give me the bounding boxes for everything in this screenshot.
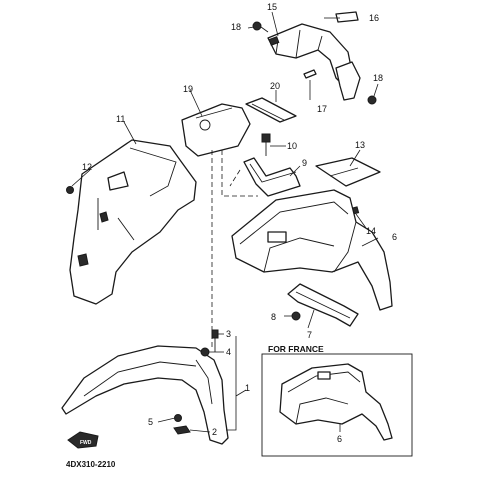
part-17-pin — [303, 69, 317, 79]
part-19-tail-cover — [181, 103, 251, 157]
callout-5: 5 — [148, 417, 153, 427]
part-1-front-fender — [61, 345, 229, 445]
callout-2: 2 — [212, 427, 217, 437]
callout-10: 10 — [287, 141, 297, 151]
callout-15: 15 — [267, 2, 277, 12]
part-11-inner-fender — [69, 139, 197, 305]
part-4-collar — [200, 347, 210, 357]
callout-19: 19 — [183, 84, 193, 94]
part-2-bracket — [173, 425, 191, 435]
part-7-stay — [287, 283, 359, 327]
callout-7: 7 — [307, 330, 312, 340]
leader-lines — [71, 11, 379, 433]
callout-4: 4 — [226, 347, 231, 357]
callout-1: 1 — [245, 383, 250, 393]
part-3-bolt — [211, 329, 219, 352]
inset-for-france: FOR FRANCE 6 — [261, 344, 413, 457]
callout-12: 12 — [82, 162, 92, 172]
front-arrow-icon: FWD — [67, 431, 99, 449]
callout-6-inset: 6 — [337, 434, 342, 444]
front-arrow-label: FWD — [80, 440, 92, 446]
part-16-label-plate — [335, 11, 359, 23]
callout-20: 20 — [270, 81, 280, 91]
callout-13: 13 — [355, 140, 365, 150]
part-20-stay — [245, 97, 297, 123]
part-18-nut-right — [367, 95, 377, 105]
part-6-rear-fender — [231, 189, 393, 311]
part-12-screw — [66, 186, 74, 194]
callout-18-right: 18 — [373, 73, 383, 83]
part-13-pad — [315, 157, 381, 187]
assembly-lines — [211, 150, 258, 348]
callout-3: 3 — [226, 329, 231, 339]
inset-title: FOR FRANCE — [268, 344, 324, 354]
part-18-bolt-top — [252, 21, 269, 33]
callout-11: 11 — [116, 114, 125, 124]
callout-8: 8 — [271, 312, 276, 322]
callout-18-top: 18 — [231, 22, 241, 32]
part-8-nut — [291, 311, 301, 321]
callout-17: 17 — [317, 104, 327, 114]
callout-16: 16 — [369, 13, 379, 23]
callout-14: 14 — [366, 226, 376, 236]
part-10-bolt — [261, 133, 271, 156]
callout-labels: 15 16 18 17 18 19 20 11 12 10 9 13 14 6 … — [82, 2, 397, 437]
part-9-bracket — [243, 157, 301, 197]
part-15-handle-cover — [267, 23, 361, 101]
part-5-nut — [174, 414, 182, 422]
callout-6: 6 — [392, 232, 397, 242]
drawing-code: 4DX310-2210 — [66, 460, 116, 469]
callout-9: 9 — [302, 158, 307, 168]
